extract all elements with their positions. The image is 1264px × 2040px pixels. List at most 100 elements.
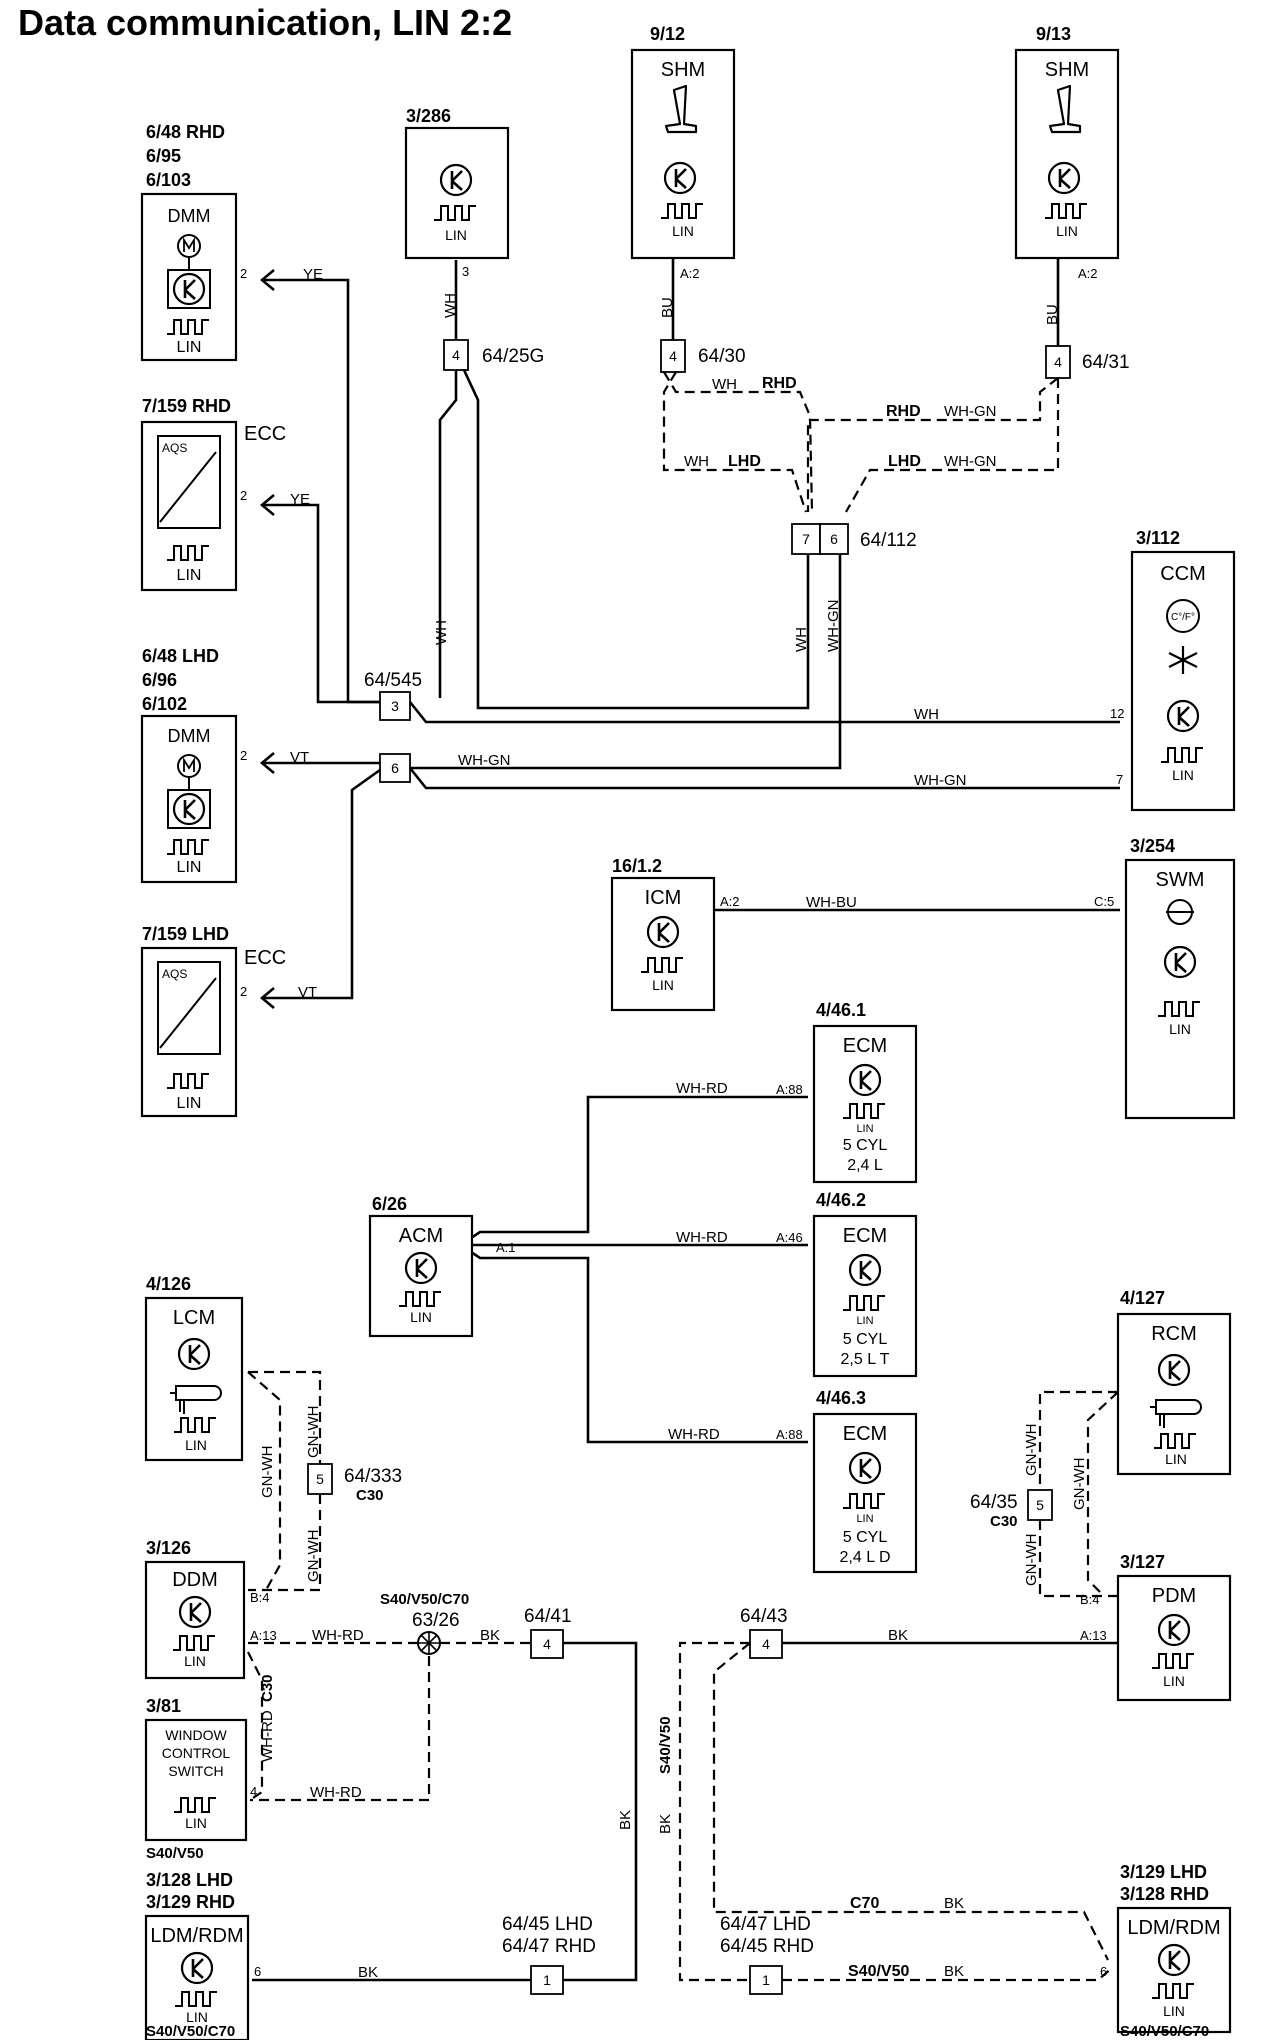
svg-text:DMM: DMM xyxy=(168,206,211,226)
svg-text:6: 6 xyxy=(391,760,399,776)
svg-text:A:1: A:1 xyxy=(496,1240,516,1255)
connector-64-545: 64/545 3 6 xyxy=(364,670,422,783)
swm-module: 3/254 SWM LIN C:5 xyxy=(1094,836,1236,1120)
svg-text:LIN: LIN xyxy=(672,223,694,239)
lcm-module: 4/126 LCM LIN xyxy=(144,1274,244,1462)
connector-64-35: 5 64/35 C30 xyxy=(970,1489,1053,1530)
svg-text:4/126: 4/126 xyxy=(146,1274,191,1294)
svg-text:3/81: 3/81 xyxy=(146,1696,181,1716)
svg-text:64/41: 64/41 xyxy=(524,1606,572,1627)
svg-text:4: 4 xyxy=(250,1784,257,1799)
svg-text:9/13: 9/13 xyxy=(1036,24,1071,44)
svg-text:GN-WH: GN-WH xyxy=(259,1446,276,1499)
svg-text:A:88: A:88 xyxy=(776,1427,803,1442)
svg-text:4: 4 xyxy=(762,1636,770,1652)
svg-text:GN-WH: GN-WH xyxy=(1023,1534,1040,1587)
svg-text:LIN: LIN xyxy=(185,1815,207,1831)
splice-63-26: S40/V50/C70 63/26 xyxy=(380,1591,469,1655)
svg-text:LIN: LIN xyxy=(856,1513,873,1525)
svg-text:6: 6 xyxy=(830,531,838,547)
ldm-rdm-left-module: 3/128 LHD 3/129 RHD LDM/RDM LIN 6 xyxy=(144,1870,261,2040)
svg-text:GN-WH: GN-WH xyxy=(1071,1458,1088,1511)
svg-text:VT: VT xyxy=(298,984,317,1001)
svg-text:A:2: A:2 xyxy=(680,266,700,281)
svg-text:3/128 RHD: 3/128 RHD xyxy=(1120,1884,1209,1904)
svg-text:9/12: 9/12 xyxy=(650,24,685,44)
svg-text:5 CYL: 5 CYL xyxy=(843,1137,888,1154)
svg-text:LIN: LIN xyxy=(1165,1451,1187,1467)
svg-text:LIN: LIN xyxy=(184,1653,206,1669)
svg-text:3/126: 3/126 xyxy=(146,1538,191,1558)
svg-text:5: 5 xyxy=(316,1471,324,1487)
svg-text:4: 4 xyxy=(1054,354,1062,370)
svg-text:3: 3 xyxy=(391,698,399,714)
svg-text:LIN: LIN xyxy=(1163,1673,1185,1689)
svg-text:64/43: 64/43 xyxy=(740,1606,788,1627)
shm-9-13-module: 9/13 SHM LIN A:2 xyxy=(1014,24,1120,281)
svg-text:WINDOW: WINDOW xyxy=(165,1727,227,1743)
connector-64-43: 64/43 4 xyxy=(740,1606,788,1659)
connection-arrows xyxy=(260,268,276,1010)
note-ldm-left: S40/V50/C70 xyxy=(146,2023,235,2040)
svg-text:GN-WH: GN-WH xyxy=(305,1530,322,1583)
svg-text:WH-GN: WH-GN xyxy=(944,403,997,420)
svg-text:64/112: 64/112 xyxy=(860,530,917,551)
svg-text:63/26: 63/26 xyxy=(412,1610,460,1631)
ecm-4-46-2-module: 4/46.2 ECM LIN 5 CYL 2,5 L T A:46 xyxy=(776,1190,918,1378)
pdm-module: 3/127 PDM LIN B:4 A:13 xyxy=(1080,1552,1232,1702)
svg-text:64/333: 64/333 xyxy=(344,1466,402,1487)
connector-64-30: 4 64/30 xyxy=(660,339,746,373)
svg-text:WH: WH xyxy=(793,627,810,652)
svg-text:RHD: RHD xyxy=(886,403,921,420)
svg-text:64/35: 64/35 xyxy=(970,1492,1018,1513)
ecm-4-46-3-module: 4/46.3 ECM LIN 5 CYL 2,4 L D A:88 xyxy=(776,1388,918,1574)
svg-text:A:88: A:88 xyxy=(776,1082,803,1097)
svg-text:WH-GN: WH-GN xyxy=(944,453,997,470)
svg-text:LIN: LIN xyxy=(652,977,674,993)
svg-text:WH-RD: WH-RD xyxy=(312,1627,364,1644)
svg-text:1: 1 xyxy=(543,1972,551,1988)
svg-text:LIN: LIN xyxy=(1169,1021,1191,1037)
svg-text:LIN: LIN xyxy=(410,1309,432,1325)
svg-text:C°/F°: C°/F° xyxy=(1171,612,1195,623)
svg-text:A:13: A:13 xyxy=(250,1628,277,1643)
svg-text:LHD: LHD xyxy=(728,453,761,470)
svg-text:B:4: B:4 xyxy=(250,1590,270,1605)
svg-text:WH-GN: WH-GN xyxy=(458,752,511,769)
svg-text:4: 4 xyxy=(543,1636,551,1652)
rcm-module: 4/127 RCM LIN xyxy=(1116,1288,1232,1476)
connector-64-45-left: 64/45 LHD 64/47 RHD 1 xyxy=(502,1914,596,1995)
svg-text:SWM: SWM xyxy=(1156,869,1205,891)
svg-text:4/127: 4/127 xyxy=(1120,1288,1165,1308)
dmm-rhd-module: 6/48 RHD 6/95 6/103 DMM LIN 2 xyxy=(140,122,247,362)
svg-text:3/129 RHD: 3/129 RHD xyxy=(146,1892,235,1912)
svg-text:DMM: DMM xyxy=(168,726,211,746)
svg-text:2,4 L D: 2,4 L D xyxy=(840,1549,891,1566)
svg-text:A:46: A:46 xyxy=(776,1230,803,1245)
connector-64-31: 4 64/31 xyxy=(1045,345,1130,379)
svg-text:3/128 LHD: 3/128 LHD xyxy=(146,1870,233,1890)
window-control-switch: 3/81 WINDOW CONTROL SWITCH LIN 4 S40/V50 xyxy=(144,1696,257,1862)
svg-text:YE: YE xyxy=(303,266,323,283)
svg-text:2: 2 xyxy=(240,748,247,763)
svg-text:ACM: ACM xyxy=(399,1225,443,1247)
svg-text:16/1.2: 16/1.2 xyxy=(612,856,662,876)
svg-text:WH: WH xyxy=(712,376,737,393)
svg-text:LIN: LIN xyxy=(1056,223,1078,239)
svg-text:C30: C30 xyxy=(356,1487,384,1504)
svg-text:GN-WH: GN-WH xyxy=(305,1406,322,1459)
svg-text:2: 2 xyxy=(240,984,247,999)
svg-text:ECM: ECM xyxy=(843,1423,887,1445)
svg-text:BU: BU xyxy=(1044,304,1061,325)
svg-text:5 CYL: 5 CYL xyxy=(843,1529,888,1546)
svg-text:C:5: C:5 xyxy=(1094,894,1114,909)
svg-text:C30: C30 xyxy=(990,1513,1018,1530)
svg-text:3/286: 3/286 xyxy=(406,106,451,126)
svg-text:S40/V50: S40/V50 xyxy=(146,1845,204,1862)
svg-text:WH-BU: WH-BU xyxy=(806,894,857,911)
svg-text:WH-RD: WH-RD xyxy=(310,1784,362,1801)
svg-text:6/48 LHD: 6/48 LHD xyxy=(142,646,219,666)
svg-text:BK: BK xyxy=(944,1895,964,1912)
svg-text:AQS: AQS xyxy=(162,441,187,455)
svg-text:C70: C70 xyxy=(850,1895,879,1912)
